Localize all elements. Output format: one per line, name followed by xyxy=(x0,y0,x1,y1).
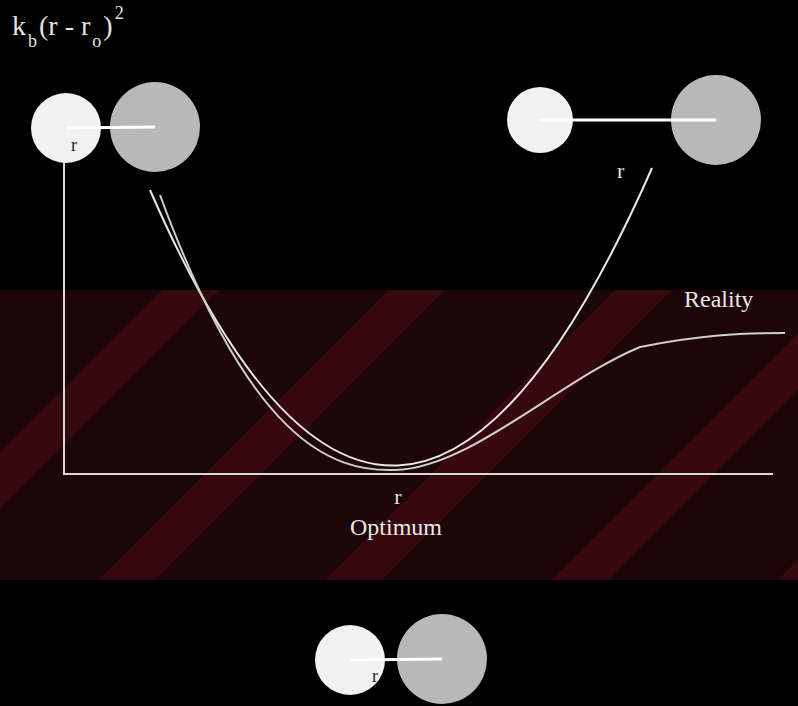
formula-symbol: k xyxy=(12,12,26,40)
formula-subscript: o xyxy=(92,32,101,50)
curve-label: Reality xyxy=(684,287,753,311)
bond xyxy=(350,659,442,660)
bond xyxy=(66,127,155,128)
x-axis xyxy=(63,473,773,475)
watermark-band xyxy=(0,290,798,580)
formula-subscript: b xyxy=(28,32,37,50)
formula-symbol: (r - r xyxy=(39,12,90,40)
formula-symbol: ) xyxy=(103,12,112,40)
axis-label: r xyxy=(394,486,401,508)
formula-superscript: 2 xyxy=(115,4,124,22)
state-label: Optimum xyxy=(350,515,442,539)
bond xyxy=(540,119,716,122)
harmonic-curve xyxy=(150,168,652,466)
distance-label: r xyxy=(372,667,378,685)
distance-label: r xyxy=(71,136,77,154)
distance-label: r xyxy=(617,160,624,182)
morse-curve xyxy=(160,195,785,470)
